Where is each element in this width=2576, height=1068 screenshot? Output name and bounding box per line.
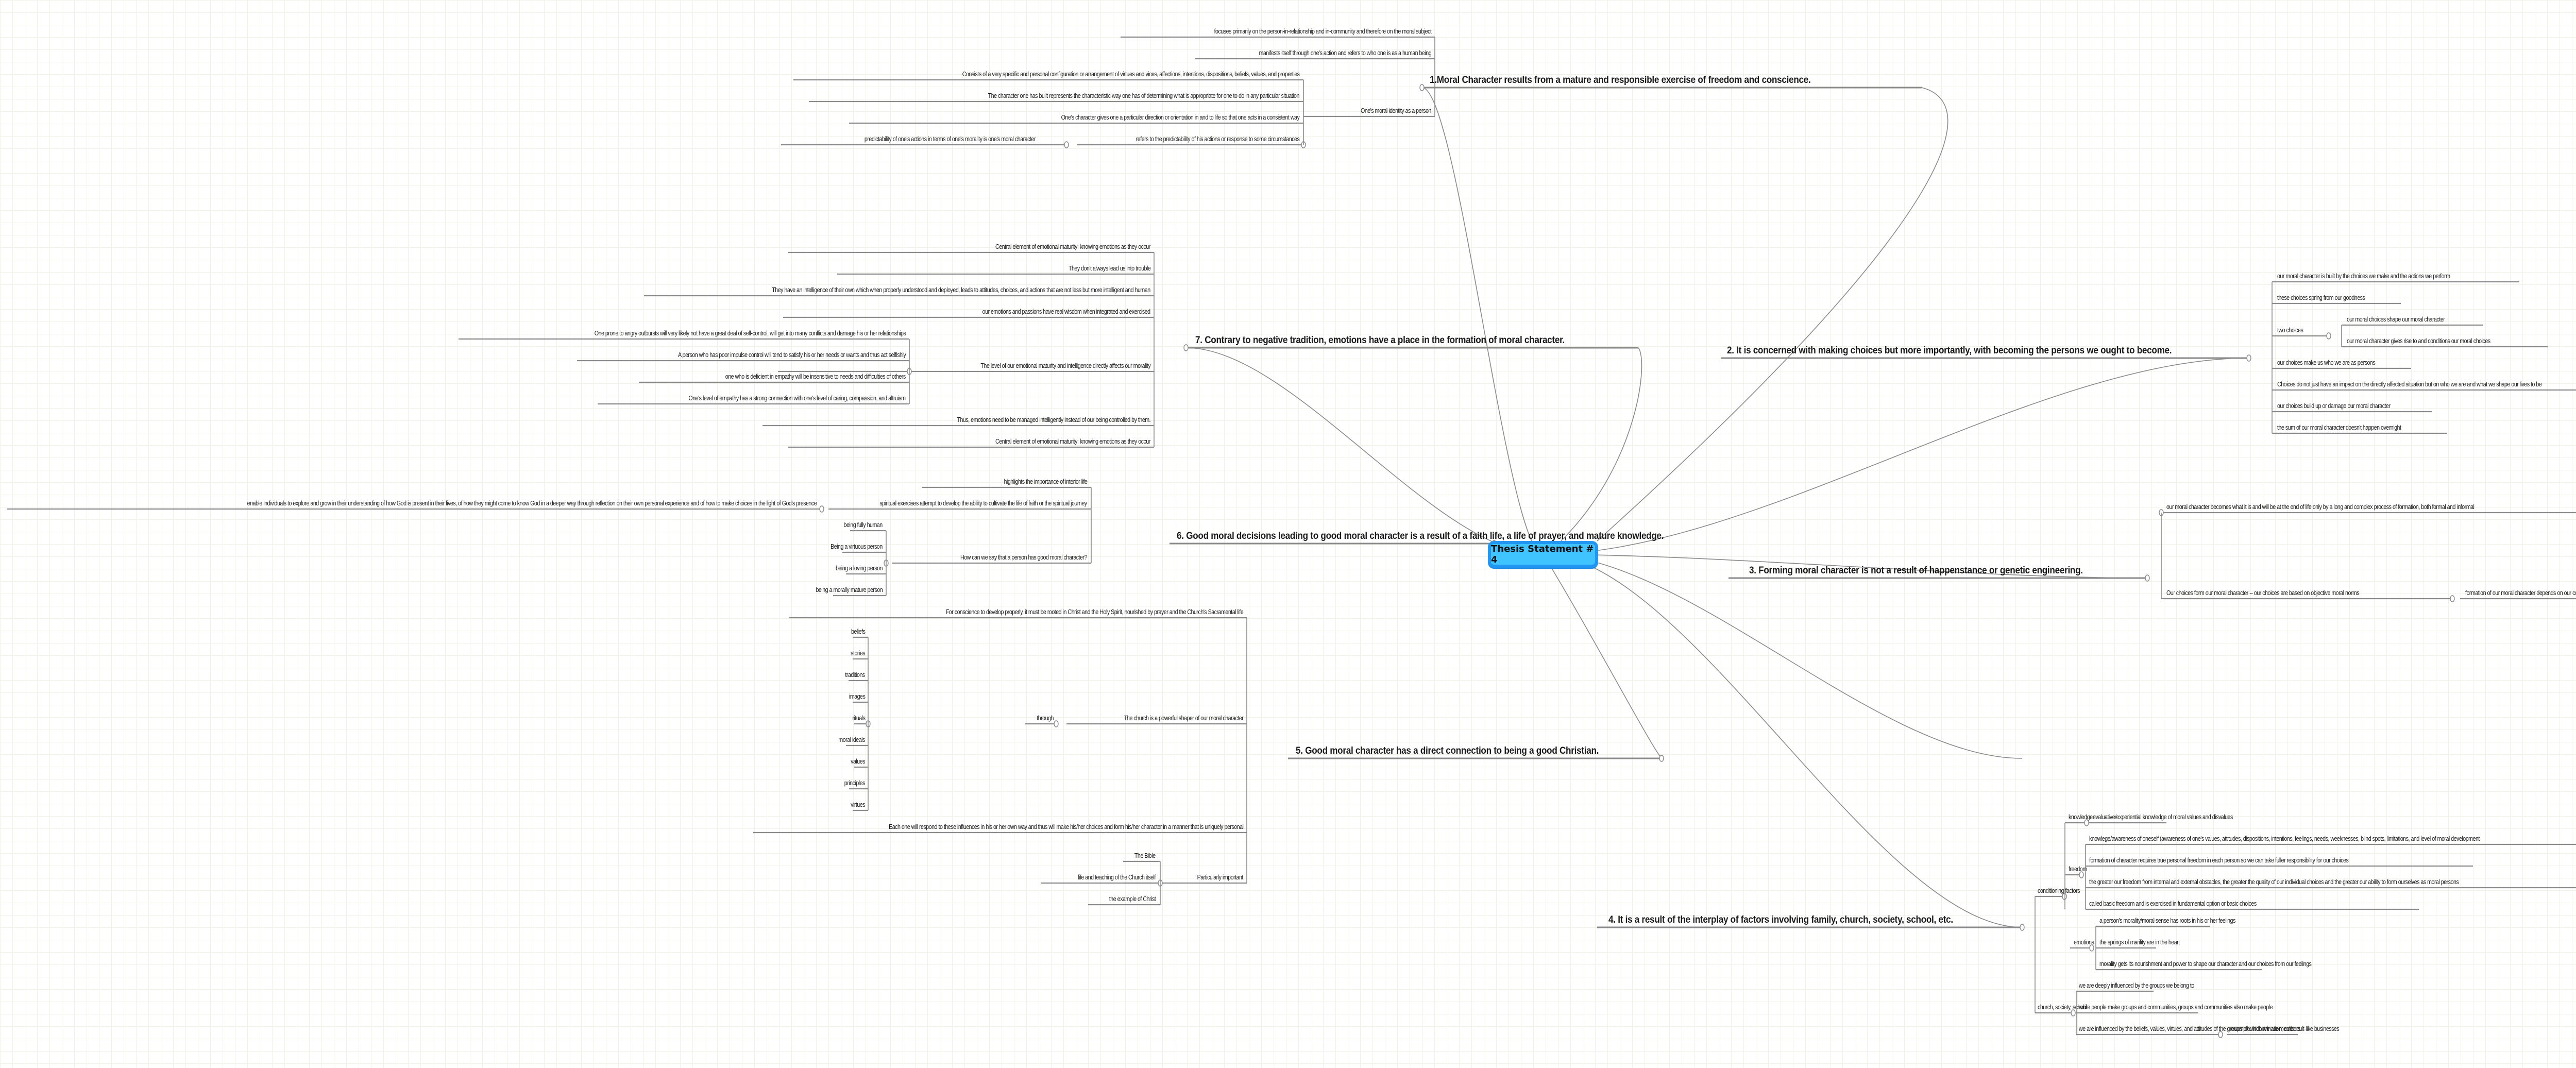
subtopic-node[interactable]: images — [849, 692, 866, 700]
subtopic-node[interactable]: we are influenced by the beliefs, values… — [2079, 1025, 2300, 1032]
subtopic-node[interactable]: formation of our moral character depends… — [2465, 589, 2576, 597]
main-topic-node[interactable]: 6. Good moral decisions leading to good … — [1177, 531, 1664, 541]
subtopic-node[interactable]: example: indoctrination, cults, cult-lik… — [2231, 1025, 2340, 1032]
subtopic-node[interactable]: our choices make us who we are as person… — [2277, 359, 2376, 366]
subtopic-node[interactable]: Central element of emotional maturity: k… — [995, 437, 1150, 445]
subtopic-node[interactable]: being fully human — [843, 521, 883, 529]
subtopic-node[interactable]: knowledge — [2069, 813, 2093, 821]
subtopic-node[interactable]: One's character gives one a particular d… — [1061, 113, 1299, 121]
subtopic-node[interactable]: our choices build up or damage our moral… — [2277, 402, 2391, 410]
subtopic-node[interactable]: One's moral identity as a person — [1361, 107, 1431, 114]
subtopic-node[interactable]: being a morally mature person — [816, 586, 883, 594]
subtopic-node[interactable]: manifests itself through one's action an… — [1259, 49, 1431, 57]
subtopic-node[interactable]: Our choices form our moral character -- … — [2166, 589, 2360, 597]
subtopic-node[interactable]: while people make groups and communities… — [2079, 1003, 2273, 1011]
subtopic-node[interactable]: predictability of one's actions in terms… — [864, 135, 1036, 143]
subtopic-node[interactable]: the springs of marility are in the heart — [2099, 938, 2180, 946]
subtopic-node[interactable]: traditions — [845, 671, 866, 679]
subtopic-node[interactable]: principles — [844, 779, 866, 787]
subtopic-node[interactable]: virtues — [851, 801, 865, 808]
subtopic-node[interactable]: through — [1037, 714, 1054, 722]
subtopic-node[interactable]: The church is a powerful shaper of our m… — [1123, 714, 1244, 722]
subtopic-node[interactable]: being a loving person — [835, 564, 883, 572]
main-topic-node[interactable]: 4. It is a result of the interplay of fa… — [1608, 914, 1953, 925]
main-topic-node[interactable]: 7. Contrary to negative tradition, emoti… — [1195, 335, 1565, 346]
subtopic-node[interactable]: For conscience to develop properly, it m… — [945, 608, 1244, 616]
subtopic-node[interactable]: highlights the importance of interior li… — [1004, 478, 1087, 485]
subtopic-node[interactable]: Consists of a very specific and personal… — [962, 70, 1299, 78]
main-topic-node[interactable]: 2. It is concerned with making choices b… — [1727, 345, 2172, 356]
subtopic-node[interactable]: values — [851, 757, 865, 765]
subtopic-node[interactable]: The character one has built represents t… — [988, 92, 1300, 99]
main-topic-node[interactable]: 3. Forming moral character is not a resu… — [1749, 565, 2083, 576]
subtopic-node[interactable]: church, society, school — [2038, 1003, 2087, 1011]
subtopic-node[interactable]: The level of our emotional maturity and … — [980, 362, 1150, 369]
subtopic-node[interactable]: our moral character gives rise to and co… — [2347, 337, 2490, 345]
subtopic-node[interactable]: Particularly important — [1197, 873, 1244, 881]
subtopic-node[interactable]: life and teaching of the Church itself — [1078, 873, 1156, 881]
subtopic-node[interactable]: the greater our freedom from internal an… — [2089, 878, 2459, 886]
subtopic-node[interactable]: one who is deficient in empathy will be … — [725, 372, 906, 380]
subtopic-node[interactable]: spiritual exercises attempt to develop t… — [879, 499, 1088, 507]
subtopic-node[interactable]: Choices do not just have an impact on th… — [2277, 380, 2542, 388]
subtopic-node[interactable]: enable individuals to explore and grow i… — [247, 499, 817, 507]
subtopic-node[interactable]: the example of Christ — [1109, 895, 1156, 903]
subtopic-node[interactable]: They don't always lead us into trouble — [1068, 264, 1151, 272]
subtopic-node[interactable]: How can we say that a person has good mo… — [960, 553, 1088, 561]
subtopic-node[interactable]: Central element of emotional maturity: k… — [995, 243, 1150, 250]
subtopic-node[interactable]: refers to the predictability of his acti… — [1136, 135, 1299, 143]
subtopic-node[interactable]: our moral character is built by the choi… — [2277, 272, 2450, 280]
subtopic-node[interactable]: our moral choices shape our moral charac… — [2347, 315, 2445, 323]
subtopic-node[interactable]: our moral character becomes what it is a… — [2166, 503, 2475, 511]
subtopic-node[interactable]: a person's morality/moral sense has root… — [2099, 917, 2235, 924]
subtopic-node[interactable]: conditioning factors — [2038, 887, 2080, 894]
subtopic-node[interactable]: formation of character requires true per… — [2089, 856, 2349, 864]
subtopic-node[interactable]: our emotions and passions have real wisd… — [982, 308, 1151, 315]
subtopic-node[interactable]: rituals — [852, 714, 865, 722]
subtopic-node[interactable]: moral ideals — [838, 736, 865, 743]
main-topic-node[interactable]: 5. Good moral character has a direct con… — [1296, 745, 1599, 756]
subtopic-node[interactable]: focuses primarily on the person-in-relat… — [1214, 27, 1431, 35]
main-topic-node[interactable]: 1.Moral Character results from a mature … — [1430, 75, 1811, 86]
subtopic-node[interactable]: knowlege/awareness of oneself (awareness… — [2089, 835, 2480, 842]
subtopic-node[interactable]: freedom — [2069, 865, 2087, 873]
subtopic-node[interactable]: A person who has poor impulse control wi… — [677, 351, 906, 359]
subtopic-node[interactable]: these choices spring from our goodness — [2277, 294, 2365, 301]
subtopic-node[interactable]: They have an intelligence of their own w… — [772, 286, 1151, 294]
root-node-thesis-statement[interactable]: Thesis Statement # 4 — [1488, 541, 1598, 568]
subtopic-node[interactable]: stories — [851, 649, 865, 657]
subtopic-node[interactable]: The Bible — [1134, 852, 1156, 859]
subtopic-node[interactable]: we are deeply influenced by the groups w… — [2079, 981, 2194, 989]
subtopic-node[interactable]: Being a virtuous person — [831, 543, 883, 550]
subtopic-node[interactable]: One's level of empathy has a strong conn… — [688, 394, 906, 402]
subtopic-node[interactable]: emotions — [2074, 938, 2094, 946]
subtopic-node[interactable]: evaluative/experiential knowledge of mor… — [2093, 813, 2233, 821]
subtopic-node[interactable]: called basic freedom and is exercised in… — [2089, 900, 2257, 907]
subtopic-node[interactable]: Thus, emotions need to be managed intell… — [957, 416, 1150, 423]
subtopic-node[interactable]: morality gets its nourishment and power … — [2099, 960, 2312, 968]
subtopic-node[interactable]: the sum of our moral character doesn't h… — [2277, 423, 2401, 431]
subtopic-node[interactable]: One prone to angry outbursts will very l… — [594, 329, 906, 337]
subtopic-node[interactable]: two choices — [2277, 326, 2303, 334]
subtopic-node[interactable]: Each one will respond to these influence… — [888, 823, 1244, 830]
subtopic-node[interactable]: beliefs — [851, 628, 866, 635]
